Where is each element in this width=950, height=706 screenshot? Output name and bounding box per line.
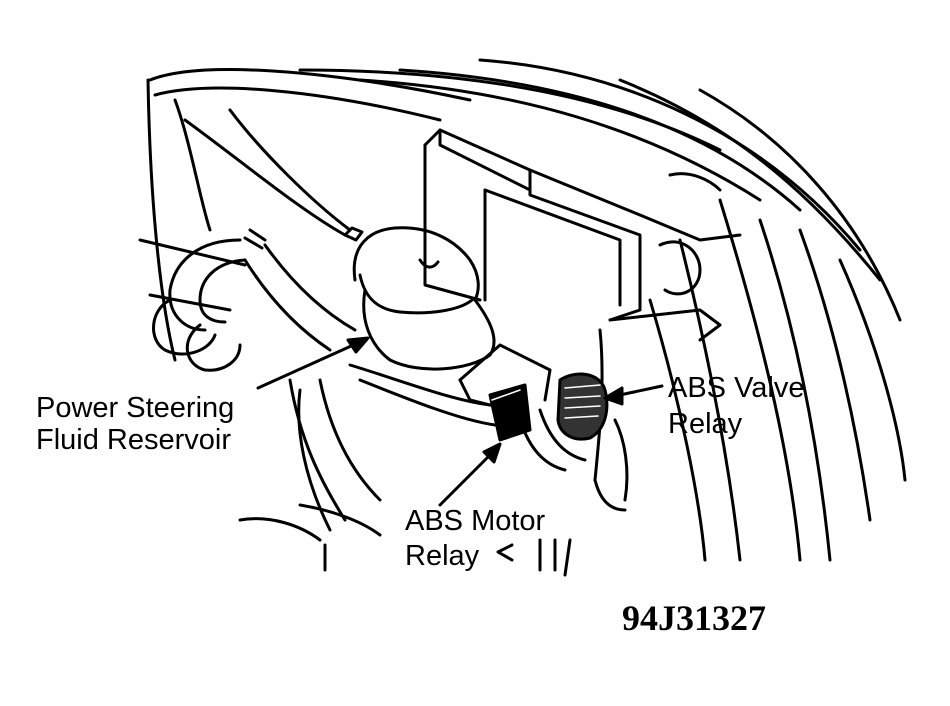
abs-motor-relay-shape	[488, 383, 532, 442]
abs-motor-label-line1: ABS Motor	[405, 505, 546, 537]
power-steering-label-line2: Fluid Reservoir	[36, 424, 231, 456]
figure-id: 94J31327	[622, 598, 766, 638]
abs-motor-leader	[438, 448, 497, 507]
power-steering-arrowhead	[346, 336, 370, 354]
power-steering-leader	[256, 340, 362, 390]
relay-bracket	[348, 308, 722, 502]
power-steering-label-line1: Power Steering	[36, 392, 235, 424]
control-module-box	[423, 128, 742, 322]
hood-edge-lines	[146, 68, 472, 362]
abs-motor-label-line2: Relay	[405, 540, 480, 572]
abs-valve-label-line1: ABS Valve	[668, 372, 805, 404]
reservoir-drawing	[243, 226, 496, 371]
abs-valve-label-line2: Relay	[668, 408, 743, 440]
lower-body-lines	[238, 478, 627, 577]
abs-valve-arrowhead	[603, 386, 624, 406]
leader-lines	[256, 336, 664, 562]
abs-valve-relay-shape	[556, 372, 609, 441]
abs-motor-arrowhead	[482, 442, 502, 464]
abs-motor-pointer-mark	[496, 543, 514, 562]
hoses	[138, 238, 382, 532]
fender-lines	[298, 58, 907, 562]
